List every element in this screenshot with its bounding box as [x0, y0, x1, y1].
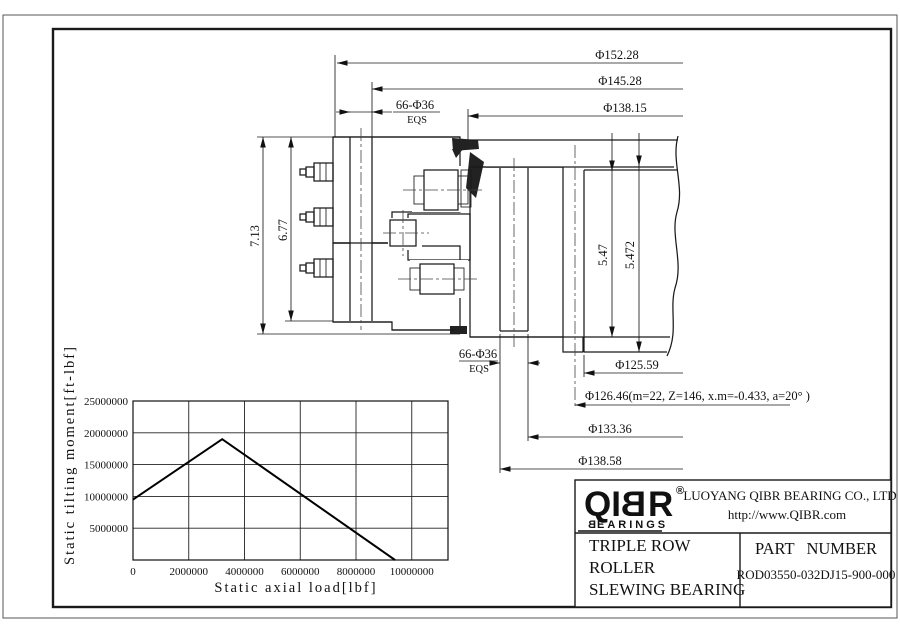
- dim-dia-133-36: Φ133.36: [588, 422, 632, 436]
- bearing-cross-section: [299, 128, 681, 409]
- svg-text:EARINGS: EARINGS: [597, 519, 668, 531]
- svg-text:B: B: [585, 519, 596, 531]
- chart-curve: [132, 437, 396, 561]
- x-tick-label: 0: [130, 566, 136, 578]
- mid-raceway: [388, 218, 422, 250]
- y-tick-label: 25000000: [84, 396, 129, 408]
- sheet-inner-border: [51, 27, 893, 609]
- side-seal: [466, 152, 484, 198]
- product-line-2: ROLLER: [589, 558, 656, 577]
- x-tick-label: 4000000: [225, 566, 264, 578]
- registered-mark: ®: [676, 485, 684, 497]
- break-line: [666, 135, 681, 357]
- x-tick-label: 2000000: [170, 566, 209, 578]
- grease-fitting: [299, 207, 334, 227]
- top-seal: [452, 138, 479, 151]
- svg-text:QI: QI: [584, 485, 621, 524]
- product-line-3: SLEWING BEARING: [589, 580, 745, 599]
- top-plate: [486, 140, 676, 167]
- top-seal-lip: [452, 149, 463, 158]
- mounting-structure: [470, 135, 681, 357]
- x-tick-label: 6000000: [281, 566, 320, 578]
- chart-x-axis-label: Static axial load[lbf]: [214, 580, 377, 596]
- x-tick-label: 10000000: [390, 566, 435, 578]
- bottom-seal: [450, 326, 467, 334]
- dim-height-6-77: 6.77: [276, 219, 290, 241]
- brand-logo: QI B R ® B EARINGS: [578, 485, 684, 532]
- product-line-1: TRIPLE ROW: [589, 536, 691, 555]
- dim-dia-125-59: Φ125.59: [615, 358, 659, 372]
- y-tick-label: 20000000: [84, 428, 129, 440]
- y-tick-label: 10000000: [84, 491, 129, 503]
- dim-dia-152-28: Φ152.28: [595, 48, 639, 62]
- dim-height-7-13: 7.13: [248, 225, 262, 247]
- sheet-outer-border: [2, 14, 898, 619]
- svg-text:R: R: [648, 485, 673, 524]
- dim-bolt-top-note: EQS: [407, 115, 427, 126]
- y-tick-label: 15000000: [84, 460, 129, 472]
- part-number-label: PART NUMBER: [755, 539, 877, 558]
- dim-bolt-bottom: 66-Φ36: [459, 347, 497, 361]
- dim-dia-138-15: Φ138.15: [603, 101, 647, 115]
- y-tick-label: 5000000: [90, 523, 129, 535]
- gear-rim-foot: [562, 336, 584, 353]
- top-raceway: [412, 166, 468, 212]
- dim-height-5-47: 5.47: [596, 244, 610, 266]
- load-chart: 0 2000000 4000000 6000000 8000000 10000000 500…: [62, 345, 449, 596]
- chart-plot-border: [132, 400, 449, 561]
- dimensions: Φ152.28 Φ145.28 Φ138.15 66-Φ36 EQS 7.13 …: [248, 48, 810, 473]
- dim-dia-145-28: Φ145.28: [598, 74, 642, 88]
- company-url: http://www.QIBR.com: [728, 507, 846, 522]
- grease-fitting: [299, 162, 334, 182]
- seal-retainer: [460, 169, 472, 208]
- grease-fitting: [299, 258, 334, 278]
- dim-bolt-bottom-note: EQS: [469, 364, 489, 375]
- dim-height-5-472: 5.472: [623, 241, 637, 269]
- svg-text:B: B: [621, 485, 646, 524]
- dim-gear-spec: Φ126.46(m=22, Z=146, x.m=-0.433, a=20° ): [585, 389, 810, 403]
- x-tick-label: 8000000: [337, 566, 376, 578]
- company-name: LUOYANG QIBR BEARING CO., LTD: [683, 488, 896, 503]
- dim-bolt-top: 66-Φ36: [396, 98, 434, 112]
- part-number-value: ROD03550-032DJ15-900-000: [737, 567, 896, 582]
- chart-y-axis-label: Static tilting moment[ft-lbf]: [62, 345, 78, 565]
- inner-bolt-hole: [350, 137, 372, 321]
- title-block: QI B R ® B EARINGS LUOYANG QIBR BEARING …: [574, 479, 897, 608]
- dim-dia-138-58: Φ138.58: [578, 454, 622, 468]
